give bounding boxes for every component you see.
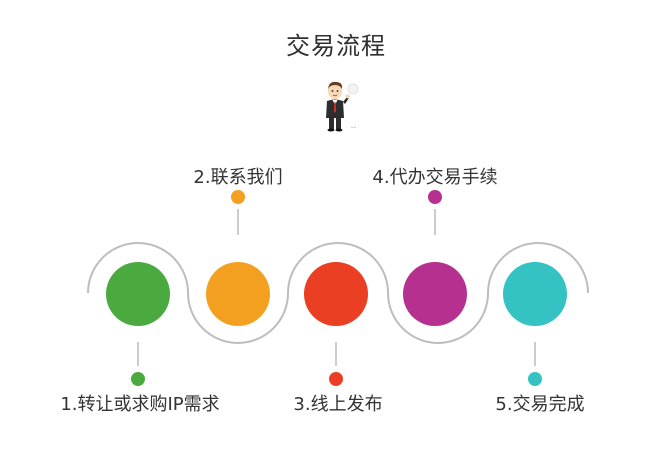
page-title: 交易流程 bbox=[286, 32, 386, 60]
step-4-dot bbox=[428, 190, 442, 204]
step-2-dot bbox=[231, 190, 245, 204]
step-5-label: 5.交易完成 bbox=[495, 394, 585, 415]
process-wave-line bbox=[87, 242, 589, 344]
step-5-dot bbox=[528, 372, 542, 386]
step-1-dot bbox=[131, 372, 145, 386]
step-1-label: 1.转让或求购IP需求 bbox=[60, 394, 220, 415]
step-3-dot bbox=[329, 372, 343, 386]
step-3-label: 3.线上发布 bbox=[293, 394, 383, 415]
step-5-circle bbox=[503, 262, 567, 326]
step-4-circle bbox=[403, 262, 467, 326]
step-4-label: 4.代办交易手续 bbox=[372, 167, 498, 188]
step-2-label: 2.联系我们 bbox=[193, 167, 283, 188]
step-2-circle bbox=[206, 262, 270, 326]
step-1-circle bbox=[106, 262, 170, 326]
businessman-thinking-icon bbox=[318, 78, 362, 136]
step-3-circle bbox=[304, 262, 368, 326]
